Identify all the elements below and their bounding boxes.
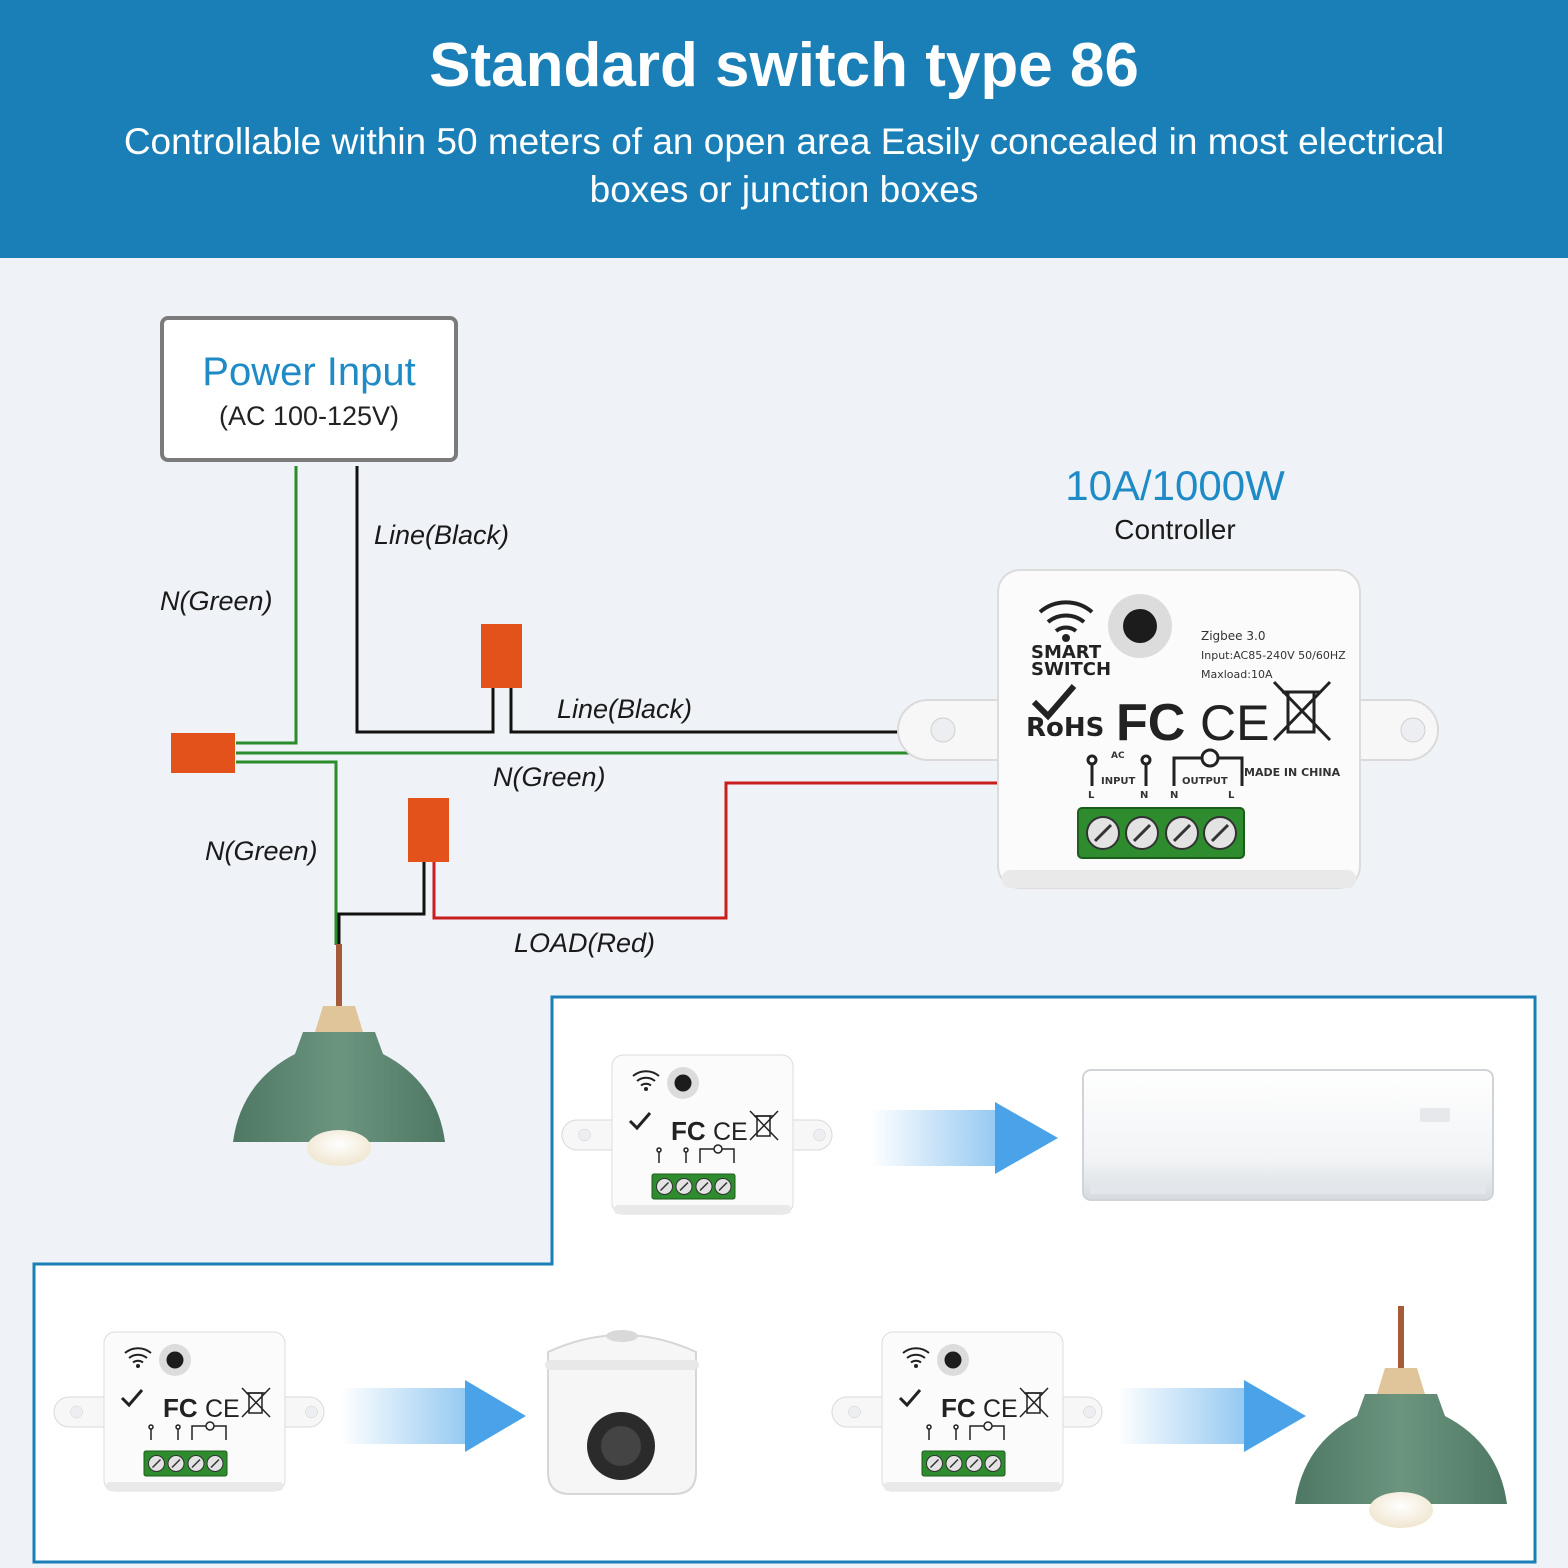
label-line-black-1: Line(Black) xyxy=(374,520,510,550)
arrow-icon xyxy=(870,1102,1058,1174)
terminal-n-label: N xyxy=(1140,790,1148,801)
wire-line-black-controller xyxy=(509,688,920,734)
label-n-green-2: N(Green) xyxy=(493,762,606,792)
module-brand-line2: SWITCH xyxy=(1031,659,1111,680)
controller-module: SMART SWITCH Zigbee 3.0 Input:AC85-240V … xyxy=(898,570,1438,888)
rohs-mark: RoHS xyxy=(1026,713,1104,743)
module-input-label: INPUT xyxy=(1101,776,1136,787)
power-input-box: Power Input (AC 100-125V) xyxy=(160,316,458,462)
power-input-range: (AC 100-125V) xyxy=(218,401,400,431)
controller-label: Controller xyxy=(1114,514,1236,545)
rice-cooker-icon xyxy=(545,1330,699,1495)
module-output-label: OUTPUT xyxy=(1182,776,1228,787)
power-input-title: Power Input xyxy=(202,350,416,394)
arrow-icon xyxy=(1117,1380,1306,1452)
label-line-black-2: Line(Black) xyxy=(557,694,693,724)
terminal-l2-label: L xyxy=(1228,790,1235,801)
connector-n xyxy=(171,733,235,773)
controller-rating: 10A/1000W xyxy=(1065,462,1285,509)
connector-line xyxy=(481,624,522,688)
wire-line-black-power xyxy=(355,466,495,734)
arrow-icon xyxy=(340,1380,526,1452)
terminal-n2-label: N xyxy=(1170,790,1178,801)
module-spec-input: Input:AC85-240V 50/60HZ xyxy=(1201,649,1346,662)
air-conditioner-icon xyxy=(1082,1069,1494,1201)
module-spec-maxload: Maxload:10A xyxy=(1201,668,1273,681)
wire-load-red xyxy=(432,781,1000,920)
pendant-lamp-icon xyxy=(233,944,445,1166)
label-n-green-3: N(Green) xyxy=(205,836,318,866)
connector-load xyxy=(408,798,449,862)
wire-n-green-power xyxy=(236,466,298,745)
module-brand-line1: SMART xyxy=(1031,642,1102,663)
module-made-in-label: MADE IN CHINA xyxy=(1244,766,1341,779)
terminal-l-label: L xyxy=(1088,790,1095,801)
wires xyxy=(236,466,1000,945)
wire-black-lamp xyxy=(337,862,426,945)
module-spec-protocol: Zigbee 3.0 xyxy=(1201,629,1265,643)
page-subtitle: Controllable within 50 meters of an open… xyxy=(123,121,1445,210)
label-n-green-1: N(Green) xyxy=(160,586,273,616)
label-load-red: LOAD(Red) xyxy=(514,928,656,958)
module-ac-label: AC xyxy=(1111,751,1125,761)
wire-n-green-lamp xyxy=(236,760,338,945)
page-title: Standard switch type 86 xyxy=(429,31,1139,100)
header-banner: Standard switch type 86 Controllable wit… xyxy=(0,0,1568,258)
